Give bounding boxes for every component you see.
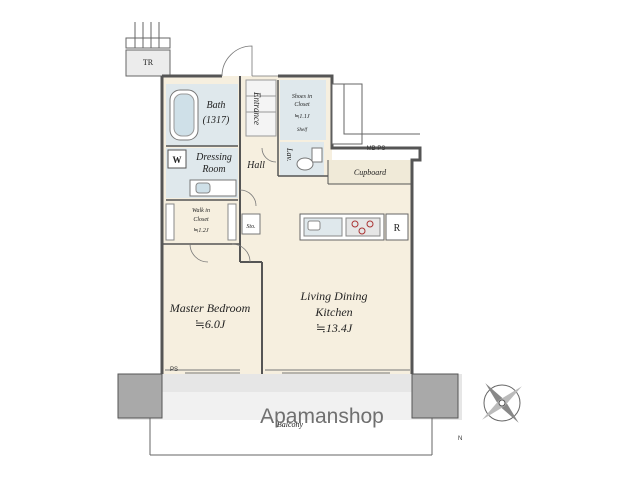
tr-terrace <box>125 22 171 77</box>
refrigerator-box <box>385 213 409 241</box>
shoes-closet-label-1: Shoes in <box>292 94 312 100</box>
kitchen-sink-icon <box>307 220 321 231</box>
ldk-size: ≒13.4J <box>316 321 353 335</box>
compass-north-label: N <box>458 436 462 442</box>
mb-ps <box>331 83 420 145</box>
windows <box>165 369 410 374</box>
sink-icon <box>195 182 211 194</box>
bathtub <box>169 89 199 141</box>
ldk-label-1: Living Dining <box>299 289 367 303</box>
wic-label-1: Walk in <box>192 208 210 214</box>
hall-label: Hall <box>246 160 265 171</box>
dressing-label-2: Room <box>201 164 225 175</box>
cupboard-label: Cupboard <box>354 168 387 177</box>
balcony-label: Balcony <box>277 420 304 429</box>
bath-size-label: (1317) <box>203 115 230 126</box>
mb-ps-label: MB PS <box>367 146 386 152</box>
tr-label: TR <box>143 58 154 67</box>
wic-size: ≒1.2J <box>193 228 209 234</box>
shoes-closet-label-2: Closet <box>294 102 310 108</box>
ps-label: PS <box>170 367 178 373</box>
storage-box <box>241 213 261 235</box>
balcony-area <box>117 373 462 456</box>
wic-shelves <box>165 203 237 241</box>
shelf-label: Shelf <box>297 128 308 133</box>
master-bedroom-label: Master Bedroom <box>169 301 251 315</box>
dressing-label-1: Dressing <box>195 152 232 163</box>
doors <box>189 45 278 263</box>
master-bedroom-size: ≒6.0J <box>195 317 226 331</box>
washer-label: W <box>173 155 182 165</box>
walls <box>160 74 422 374</box>
entrance-step <box>245 79 277 137</box>
stove-icon <box>345 217 381 237</box>
washer <box>167 149 187 169</box>
ldk-label-2: Kitchen <box>314 305 352 319</box>
watermark-text: Apamanshop <box>260 405 384 428</box>
entrance-label: Entrance <box>252 91 262 125</box>
compass-icon <box>482 383 522 423</box>
refrigerator-label: R <box>394 223 401 234</box>
wic-label-2: Closet <box>193 217 209 223</box>
shoes-closet-size: ≒1.1J <box>294 114 310 120</box>
kitchen-counter <box>299 213 409 241</box>
lav-label: Lav. <box>285 147 294 161</box>
sto-label: Sto. <box>246 224 255 230</box>
toilet-icon <box>296 147 323 171</box>
bath-label: Bath <box>207 100 226 111</box>
